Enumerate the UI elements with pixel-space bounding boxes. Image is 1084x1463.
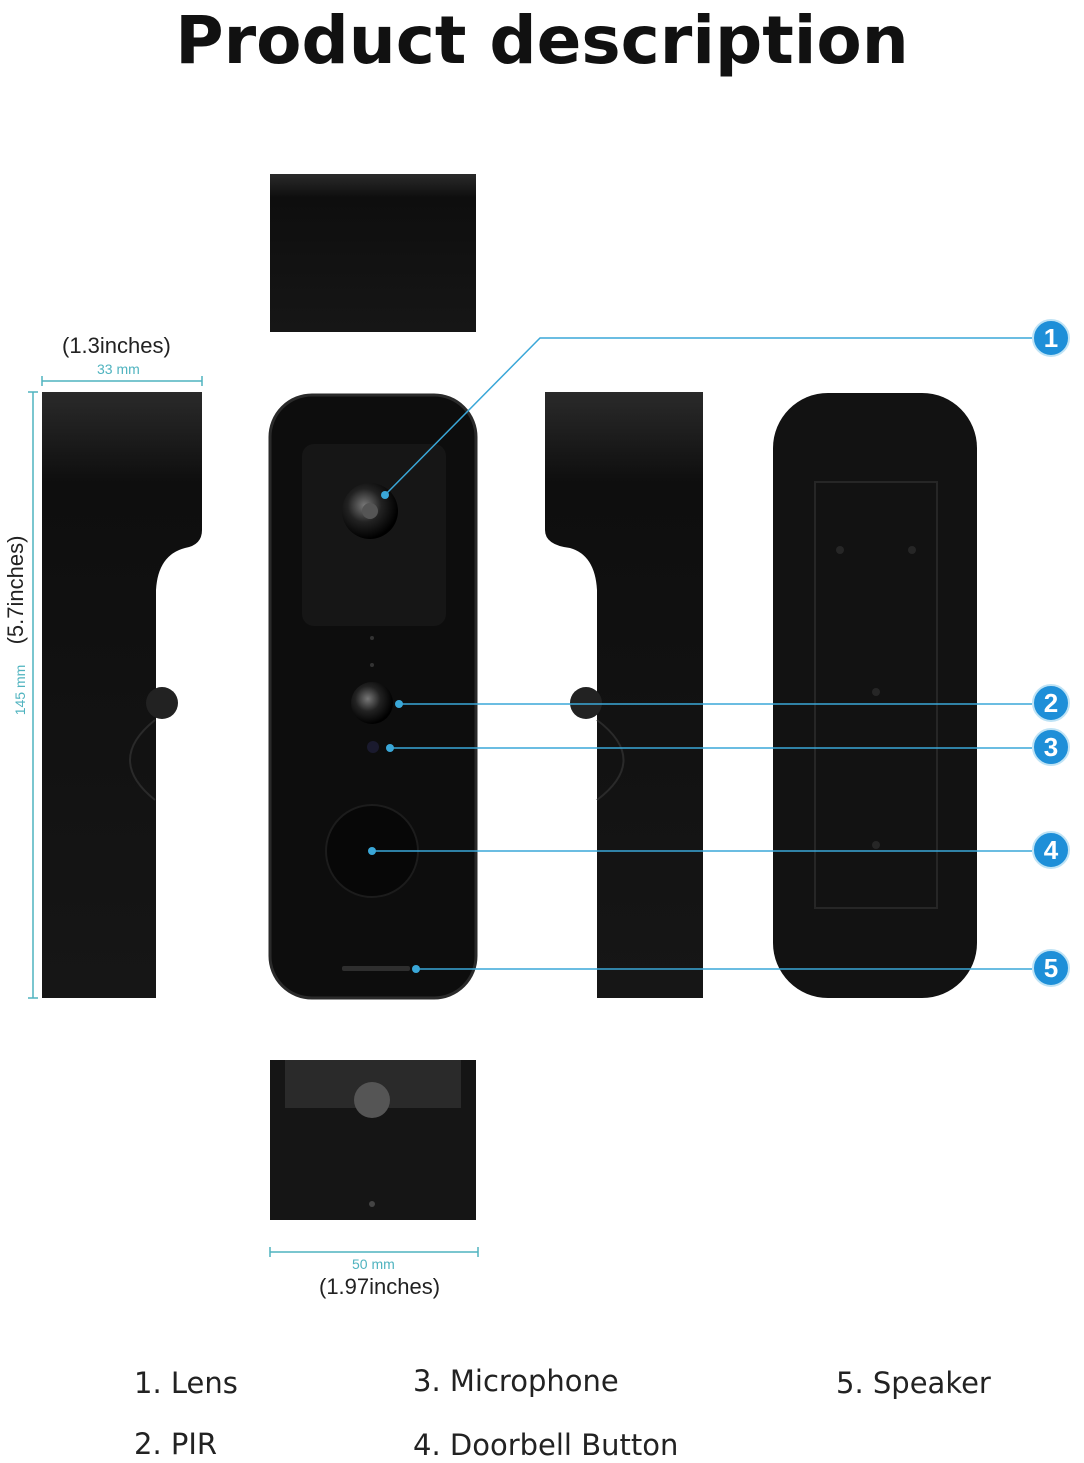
svg-text:2: 2 bbox=[1044, 688, 1058, 718]
speaker-slot bbox=[342, 966, 410, 971]
svg-text:5: 5 bbox=[1044, 953, 1058, 983]
legend-item-lens: 1. Lens bbox=[134, 1366, 238, 1400]
front-view bbox=[268, 393, 478, 1000]
svg-text:1: 1 bbox=[1044, 323, 1058, 353]
width-front-mm: 50 mm bbox=[352, 1256, 395, 1272]
microphone-hole bbox=[367, 741, 379, 753]
callout-badge-4: 4 bbox=[1032, 831, 1070, 869]
legend-item-microphone: 3. Microphone bbox=[413, 1364, 619, 1398]
legend-item-doorbell-button: 4. Doorbell Button bbox=[413, 1428, 679, 1462]
left-side-view bbox=[42, 392, 202, 998]
callout-badge-5: 5 bbox=[1032, 949, 1070, 987]
callout-badge-1: 1 bbox=[1032, 319, 1070, 357]
height-inches: (5.7inches) bbox=[3, 535, 28, 645]
svg-text:3: 3 bbox=[1044, 732, 1058, 762]
width-side-inches: (1.3inches) bbox=[62, 333, 171, 358]
callout-lines bbox=[372, 337, 1032, 970]
right-side-view bbox=[545, 392, 703, 998]
bottom-view bbox=[270, 1060, 476, 1220]
side-pir-bump bbox=[146, 687, 178, 719]
legend-item-speaker: 5. Speaker bbox=[836, 1366, 991, 1400]
height-mm: 145 mm bbox=[12, 664, 28, 716]
top-view bbox=[270, 174, 476, 332]
width-side-mm: 33 mm bbox=[97, 361, 140, 377]
back-view bbox=[773, 393, 977, 998]
callout-badge-2: 2 bbox=[1032, 684, 1070, 722]
width-front-inches: (1.97inches) bbox=[319, 1274, 441, 1299]
page-title: Product description bbox=[175, 2, 909, 79]
callout-badge-3: 3 bbox=[1032, 728, 1070, 766]
dimension-lines bbox=[28, 376, 479, 1257]
pir-sensor bbox=[351, 682, 393, 724]
legend-item-pir: 2. PIR bbox=[134, 1427, 218, 1461]
svg-text:4: 4 bbox=[1044, 835, 1059, 865]
